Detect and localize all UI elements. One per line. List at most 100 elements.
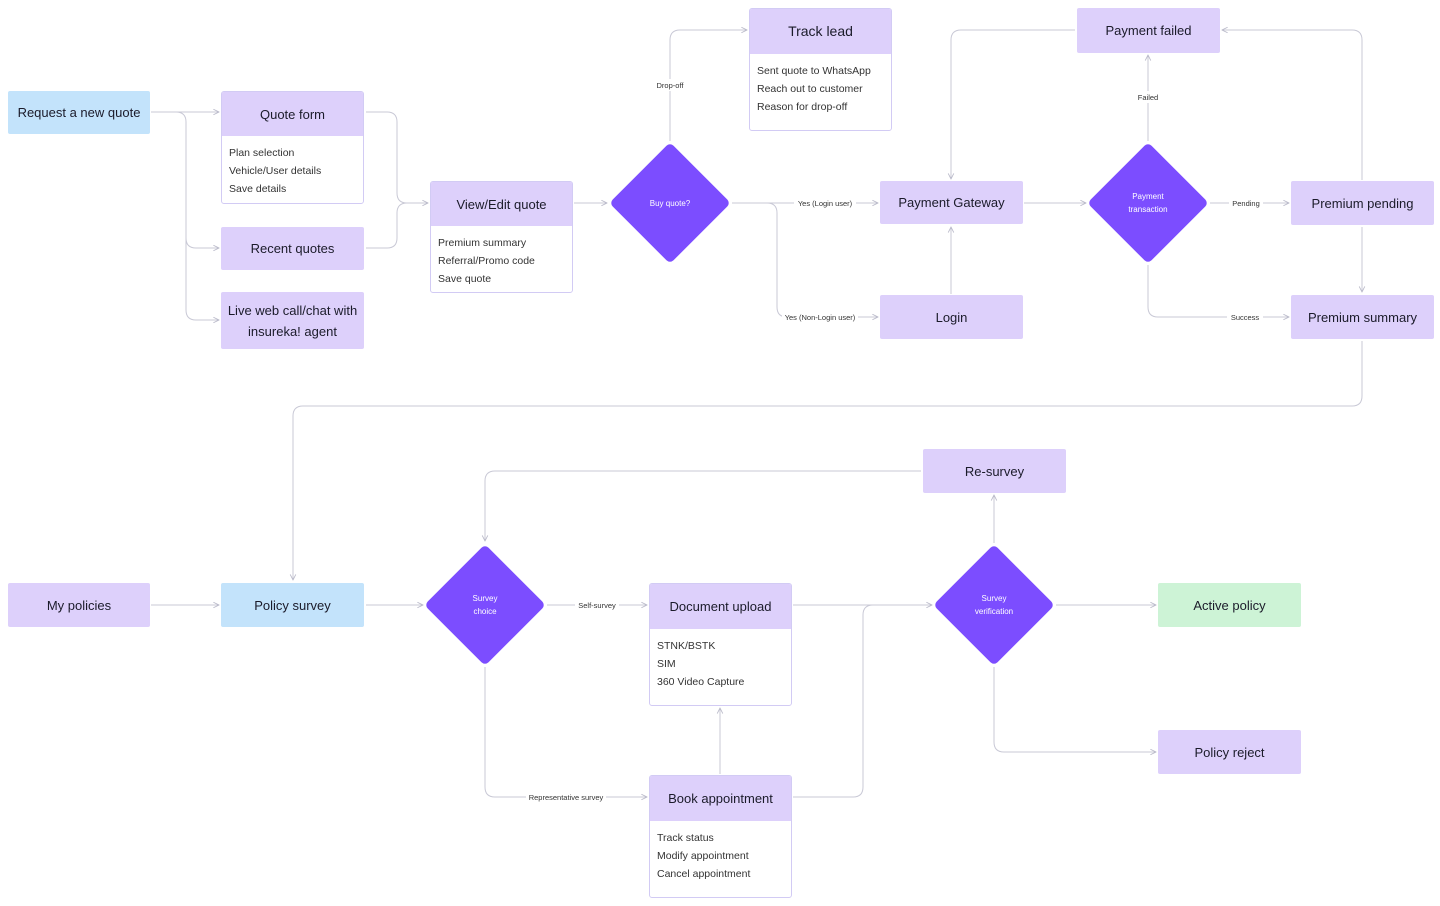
svg-text:Drop-off: Drop-off xyxy=(657,81,685,90)
edge-pending-to-failed xyxy=(1222,30,1363,180)
node-policy-survey[interactable]: Policy survey xyxy=(221,583,364,627)
node-my-policies[interactable]: My policies xyxy=(8,583,150,627)
node-item-list: Sent quote to WhatsApp Reach out to cust… xyxy=(750,54,891,116)
node-label: Active policy xyxy=(1193,597,1266,613)
decision-buy-quote[interactable]: Buy quote? xyxy=(608,141,732,265)
list-item: Save quote xyxy=(438,273,492,285)
svg-text:Success: Success xyxy=(1231,313,1260,322)
node-label-line2: insureka! agent xyxy=(248,323,337,339)
list-item: Modify appointment xyxy=(657,850,749,862)
decision-label: Survey verification xyxy=(959,592,1029,618)
decision-payment-transaction[interactable]: Payment transaction xyxy=(1086,141,1210,265)
node-header: Book appointment xyxy=(650,776,791,821)
node-label: Premium summary xyxy=(1307,309,1418,325)
node-header: View/Edit quote xyxy=(431,182,572,226)
svg-text:Representative survey: Representative survey xyxy=(529,793,604,802)
edge-label-success: Success xyxy=(1227,311,1263,323)
node-recent-quotes[interactable]: Recent quotes xyxy=(221,227,364,270)
node-label: Quote form xyxy=(259,106,326,122)
node-label: Re-survey xyxy=(964,463,1025,479)
edge-request-to-recent-quotes xyxy=(175,111,219,248)
node-request-new-quote[interactable]: Request a new quote xyxy=(8,91,150,134)
node-label: My policies xyxy=(46,597,112,613)
node-label: Payment failed xyxy=(1105,23,1192,38)
list-item: Reach out to customer xyxy=(757,83,863,95)
node-label: Policy survey xyxy=(254,597,331,613)
node-active-policy[interactable]: Active policy xyxy=(1158,583,1301,627)
edge-choice-to-book-appointment xyxy=(484,667,647,797)
edge-quote-form-to-view-edit xyxy=(366,111,428,203)
node-item-list: STNK/BSTK SIM 360 Video Capture xyxy=(650,629,791,691)
node-premium-summary[interactable]: Premium summary xyxy=(1291,295,1434,339)
list-item: Plan selection xyxy=(229,147,295,159)
edge-transaction-to-summary xyxy=(1147,265,1289,317)
node-label: Login xyxy=(935,309,968,325)
svg-text:Self-survey: Self-survey xyxy=(578,601,616,610)
list-item: 360 Video Capture xyxy=(657,676,745,688)
decision-label: Buy quote? xyxy=(649,198,691,208)
edge-buy-quote-to-track-lead xyxy=(669,30,747,141)
decision-label-line2: verification xyxy=(974,607,1014,616)
edge-summary-to-policy-survey xyxy=(293,341,1363,580)
decision-label-line1: Survey xyxy=(472,594,498,603)
node-live-agent[interactable]: Live web call/chat with insureka! agent xyxy=(221,292,364,349)
decision-label-line2: transaction xyxy=(1128,205,1168,214)
node-payment-gateway[interactable]: Payment Gateway xyxy=(880,181,1023,224)
list-item: STNK/BSTK xyxy=(657,640,716,652)
node-label: Payment Gateway xyxy=(898,195,1005,210)
edge-label-yes-non-login: Yes (Non-Login user) xyxy=(782,311,858,323)
edge-label-representative-survey: Representative survey xyxy=(526,791,606,803)
edge-request-to-live-agent xyxy=(185,238,219,320)
list-item: Track status xyxy=(657,832,714,844)
node-label: Document upload xyxy=(669,599,772,614)
svg-text:Yes (Non-Login user): Yes (Non-Login user) xyxy=(785,313,856,322)
node-view-edit-quote[interactable]: View/Edit quote Premium summary Referral… xyxy=(430,181,573,293)
list-item: Premium summary xyxy=(438,237,527,249)
node-label: Request a new quote xyxy=(17,105,141,120)
node-re-survey[interactable]: Re-survey xyxy=(923,449,1066,493)
decision-label: Payment transaction xyxy=(1113,190,1183,216)
list-item: Vehicle/User details xyxy=(229,165,322,177)
node-track-lead[interactable]: Track lead Sent quote to WhatsApp Reach … xyxy=(749,8,892,131)
list-item: Referral/Promo code xyxy=(438,255,535,267)
edge-verification-to-reject xyxy=(993,667,1156,752)
node-book-appointment[interactable]: Book appointment Track status Modify app… xyxy=(649,775,792,898)
list-item: Save details xyxy=(229,183,287,195)
node-header: Document upload xyxy=(650,584,791,629)
node-item-list: Track status Modify appointment Cancel a… xyxy=(650,821,791,883)
list-item: Reason for drop-off xyxy=(757,101,848,113)
node-quote-form[interactable]: Quote form Plan selection Vehicle/User d… xyxy=(221,91,364,204)
node-policy-reject[interactable]: Policy reject xyxy=(1158,730,1301,774)
decision-label: Survey choice xyxy=(450,592,520,618)
decision-label-line1: Survey xyxy=(981,594,1007,603)
node-label: Premium pending xyxy=(1311,195,1414,211)
svg-text:Yes (Login user): Yes (Login user) xyxy=(798,199,853,208)
decision-survey-choice[interactable]: Survey choice xyxy=(423,543,547,667)
edge-label-drop-off: Drop-off xyxy=(652,79,688,91)
node-payment-failed[interactable]: Payment failed xyxy=(1077,8,1220,53)
edge-label-failed: Failed xyxy=(1134,91,1162,103)
node-premium-pending[interactable]: Premium pending xyxy=(1291,181,1434,225)
list-item: Cancel appointment xyxy=(657,868,751,880)
decision-label-line1: Payment xyxy=(1132,192,1164,201)
list-item: Sent quote to WhatsApp xyxy=(757,65,871,77)
node-label: Track lead xyxy=(788,23,853,39)
edge-buy-quote-to-login xyxy=(766,202,878,317)
node-document-upload[interactable]: Document upload STNK/BSTK SIM 360 Video … xyxy=(649,583,792,706)
edge-book-to-verification xyxy=(793,604,874,798)
decision-survey-verification[interactable]: Survey verification xyxy=(932,543,1056,667)
node-label: Book appointment xyxy=(668,791,773,806)
node-header: Track lead xyxy=(750,9,891,54)
edge-label-yes-login: Yes (Login user) xyxy=(794,197,856,209)
node-header: Quote form xyxy=(222,92,363,136)
edge-re-survey-to-choice xyxy=(485,470,921,541)
edge-label-pending: Pending xyxy=(1229,197,1263,209)
node-label: Policy reject xyxy=(1194,744,1265,760)
edge-label-self-survey: Self-survey xyxy=(575,599,619,611)
edge-recent-to-view-edit xyxy=(366,202,408,249)
node-login[interactable]: Login xyxy=(880,295,1023,339)
svg-text:Failed: Failed xyxy=(1138,93,1158,102)
node-item-list: Premium summary Referral/Promo code Save… xyxy=(431,226,572,288)
decision-label-line2: choice xyxy=(473,607,497,616)
